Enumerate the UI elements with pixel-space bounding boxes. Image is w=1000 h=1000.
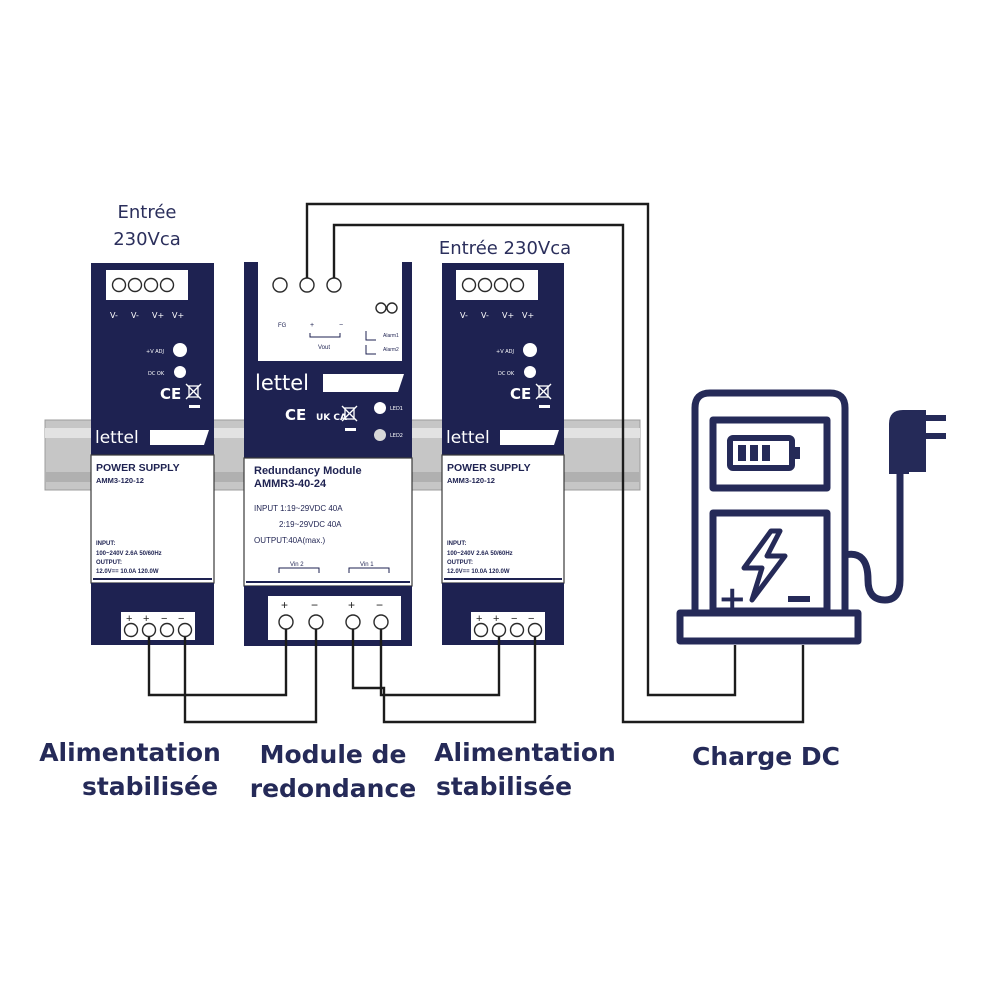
psu-right-bottom-label: + [493, 613, 499, 625]
psu-right-model: AMM3-120-12 [447, 476, 495, 485]
module-output: OUTPUT:40A(max.) [254, 536, 325, 545]
led2-icon [374, 429, 386, 441]
input-left-caption: Entrée [118, 202, 177, 223]
module-led-label: LED1 [390, 406, 403, 412]
input-right-caption: Entrée 230Vca [439, 238, 571, 259]
input-left-caption: 230Vca [113, 229, 181, 250]
module-alarm-label: Alarm1 [383, 333, 399, 339]
psu-left-brand: lettel [95, 428, 139, 448]
psu-left-terminal-label: V+ [152, 311, 164, 320]
module-ukca-mark: UK CA [316, 413, 347, 423]
psu-right-brand: lettel [446, 428, 490, 448]
psu-right-output-label: OUTPUT: [447, 560, 473, 566]
psu-right-output-value: 12.0V== 10.0A 120.0W [447, 569, 510, 575]
psu-left-led-label: DC OK [148, 371, 165, 377]
psu-left: V- V- V+ V+ +V ADJ DC OK CE lettel POWER… [90, 263, 215, 645]
adjust-knob-icon [523, 343, 537, 357]
module-model: AMMR3-40-24 [254, 478, 327, 490]
module-bottom-label: + [281, 598, 288, 612]
weee-bin-icon [185, 383, 202, 400]
psu-right-terminal-label: V- [481, 311, 489, 320]
module-vout-label: Vout [318, 345, 330, 351]
psu-left-caption: stabilisée [82, 772, 218, 801]
ce-mark: CE [510, 385, 531, 403]
module-bottom-label: − [376, 598, 383, 612]
psu-right-led-label: DC OK [498, 371, 515, 377]
psu-right-input-label: INPUT: [447, 541, 466, 547]
module-alarm-label: Alarm2 [383, 347, 399, 353]
psu-left-terminal-label: V+ [172, 311, 184, 320]
psu-right-caption: Alimentation [434, 738, 616, 767]
module-bottom-label: + [348, 598, 355, 612]
charging-station-icon: + [676, 389, 946, 645]
plus-sign: + [718, 579, 747, 619]
load-caption: Charge DC [692, 742, 840, 771]
wiring [147, 202, 805, 724]
module-caption: Module de [260, 740, 407, 769]
psu-left-bottom-label: − [178, 613, 184, 625]
adjust-knob-icon [173, 343, 187, 357]
power-plug-icon [889, 410, 946, 474]
psu-left-led-label: +V ADJ [146, 349, 164, 355]
psu-right: V- V- V+ V+ +V ADJ DC OK CE lettel POWER… [441, 263, 565, 645]
psu-left-model: AMM3-120-12 [96, 476, 144, 485]
psu-left-input-label: INPUT: [96, 541, 115, 547]
psu-left-output-label: OUTPUT: [96, 560, 122, 566]
led-icon [524, 366, 536, 378]
module-fg-label: FG [278, 323, 287, 329]
psu-left-caption: Alimentation [39, 738, 221, 767]
psu-right-input-value: 100~240V 2.6A 50/60Hz [447, 551, 513, 557]
psu-left-input-value: 100~240V 2.6A 50/60Hz [96, 551, 162, 557]
module-led-label: LED2 [390, 433, 403, 439]
module-title: Redundancy Module [254, 465, 362, 477]
psu-right-caption: stabilisée [436, 772, 572, 801]
psu-right-bottom-label: − [528, 613, 534, 625]
psu-left-bottom-label: − [161, 613, 167, 625]
psu-left-terminal-label: V- [110, 311, 118, 320]
module-caption: redondance [250, 774, 417, 803]
module-bottom-label: − [311, 598, 318, 612]
psu-right-bottom-label: − [511, 613, 517, 625]
module-input1: INPUT 1:19~29VDC 40A [254, 504, 343, 513]
weee-bin-icon [535, 383, 552, 400]
redundancy-module: FG + − Vout Alarm1 Alarm2 lettel CE UK C… [243, 262, 413, 646]
psu-right-terminal-label: V+ [502, 311, 514, 320]
weee-bin-icon [341, 405, 358, 422]
module-plus-label: + [310, 322, 314, 329]
psu-right-led-label: +V ADJ [496, 349, 514, 355]
psu-right-bottom-label: + [476, 613, 482, 625]
psu-right-terminal-label: V+ [522, 311, 534, 320]
module-vin1-label: Vin 1 [360, 562, 374, 568]
module-minus-label: − [339, 322, 343, 329]
led-icon [174, 366, 186, 378]
module-brand: lettel [255, 371, 309, 395]
module-vin2-label: Vin 2 [290, 562, 304, 568]
battery-icon [727, 435, 800, 471]
lightning-bolt-icon [741, 528, 788, 603]
psu-left-title: POWER SUPPLY [96, 462, 180, 474]
psu-left-bottom-label: + [143, 613, 149, 625]
psu-right-terminal-label: V- [460, 311, 468, 320]
module-ce-mark: CE [285, 406, 306, 424]
psu-left-terminal-label: V- [131, 311, 139, 320]
psu-right-title: POWER SUPPLY [447, 462, 531, 474]
ce-mark: CE [160, 385, 181, 403]
led1-icon [374, 402, 386, 414]
psu-left-output-value: 12.0V== 10.0A 120.0W [96, 569, 159, 575]
module-input2: 2:19~29VDC 40A [279, 520, 342, 529]
psu-left-bottom-label: + [126, 613, 132, 625]
